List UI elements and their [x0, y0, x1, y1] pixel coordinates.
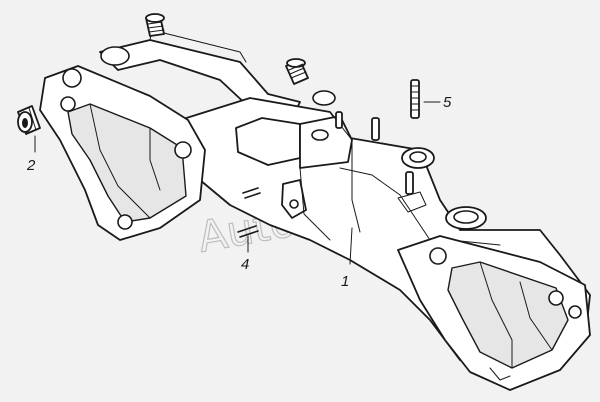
callout-5: 5 [423, 94, 452, 111]
plug-part-2 [17, 13, 309, 135]
callout-label-5: 5 [443, 94, 452, 111]
stud-part-4 [237, 187, 261, 238]
callout-label-4: 4 [241, 256, 249, 273]
callout-4: 4 [241, 235, 249, 273]
callout-label-1: 1 [341, 273, 349, 290]
callout-2: 2 [26, 135, 36, 174]
callout-label-2: 2 [26, 157, 36, 174]
right-flange [397, 235, 591, 391]
callout-1: 1 [341, 227, 353, 290]
left-flange [39, 65, 206, 241]
stud-part-5 [335, 79, 420, 195]
